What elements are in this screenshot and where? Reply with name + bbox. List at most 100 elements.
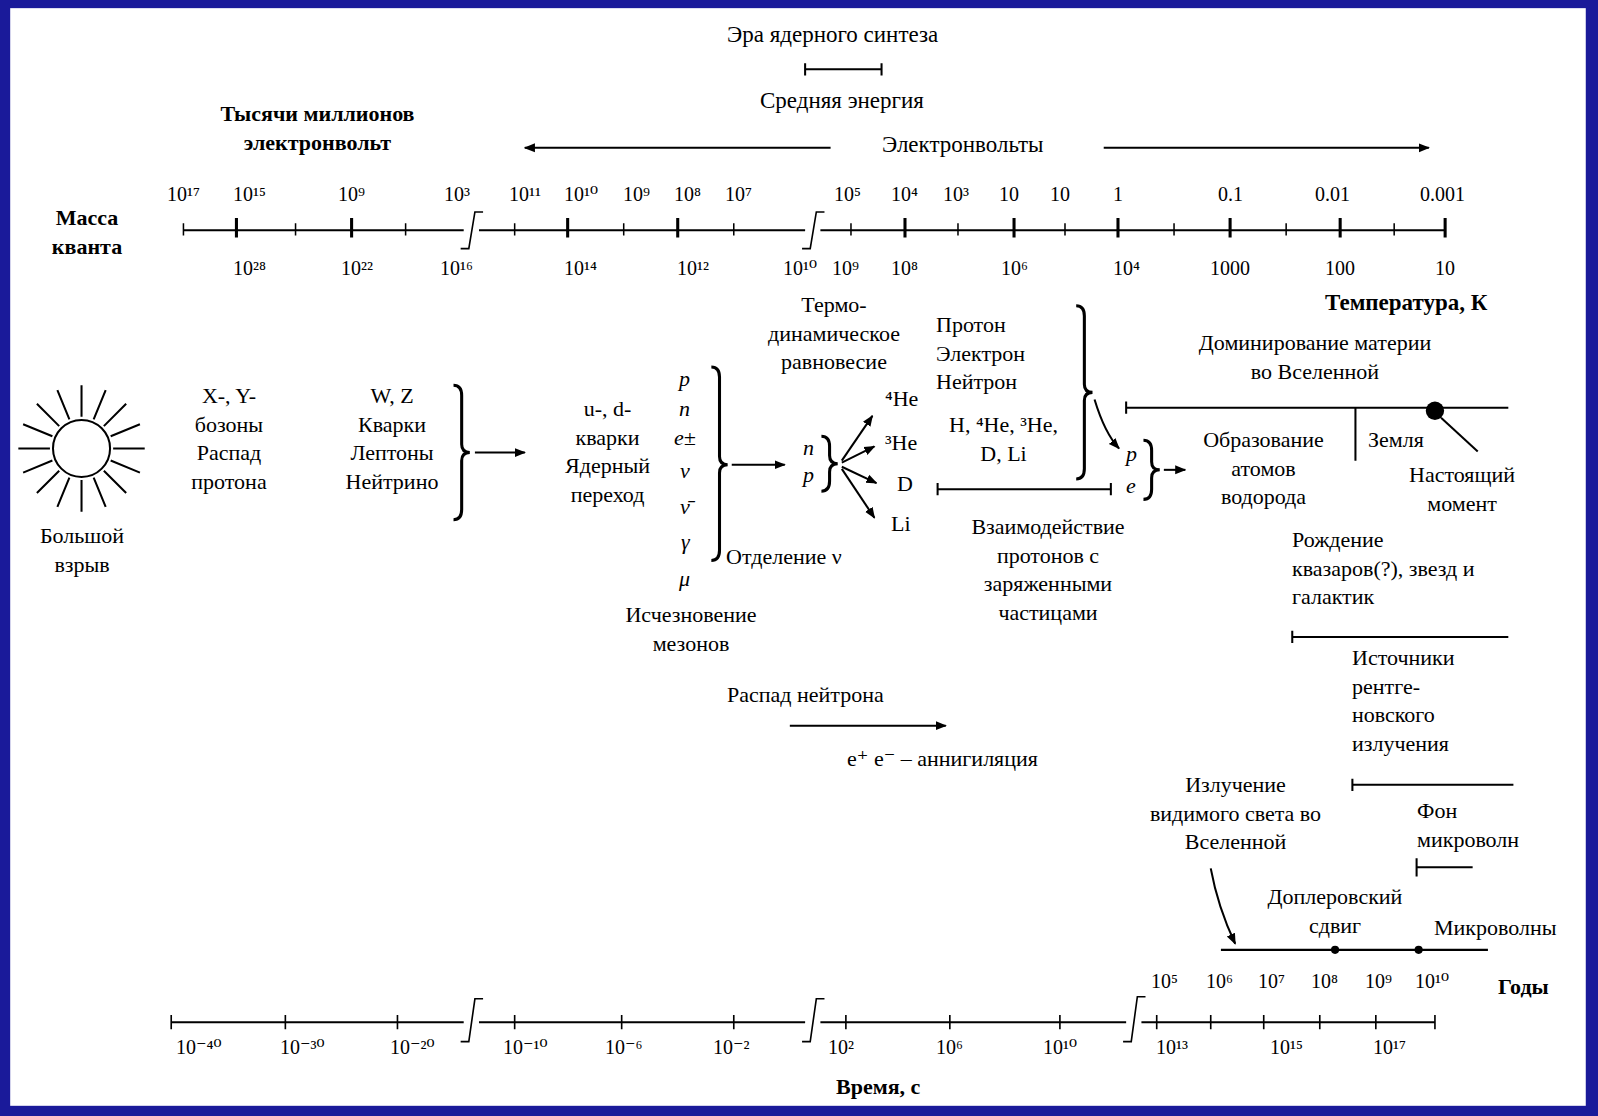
event-label: Отделение ν: [726, 543, 842, 572]
event-label: Земля: [1368, 426, 1424, 455]
period-label: Доминирование материи во Вселенной: [1195, 329, 1435, 386]
axis-tick-label: 10¹³: [1156, 1034, 1188, 1060]
axis-tick-label: 10¹⁶: [440, 255, 473, 281]
axis-tick-label: 10¹⁰: [564, 181, 598, 207]
axis-tick-label: 10⁷: [725, 181, 752, 207]
process-label: e⁺ e⁻ – аннигиляция: [847, 745, 1038, 774]
axis-title: Температура, К: [1325, 288, 1487, 318]
axis-tick-label: 10⁹: [832, 255, 859, 281]
axis-tick-label: 10⁸: [1311, 968, 1338, 994]
page-panel: [10, 8, 1586, 1106]
event-label: Излучение видимого света во Вселенной: [1148, 771, 1323, 857]
event-dot: [1415, 946, 1423, 954]
axis-tick-label: 10⁴: [1113, 255, 1140, 281]
process-arrow: [475, 400, 1235, 944]
event-label: Исчезновение мезонов: [611, 601, 771, 658]
axis-title: Годы: [1498, 973, 1549, 1002]
axis-tick-label: 10⁵: [1151, 968, 1178, 994]
axis-tick-label: 100: [1325, 255, 1355, 281]
axis-tick-label: 10³: [444, 181, 470, 207]
scale-heading: Тысячи миллионов электронвольт: [210, 100, 425, 157]
present-moment-dot: [1426, 402, 1444, 420]
event-label: Доплеровский сдвиг: [1260, 883, 1410, 940]
axis-tick-label: 10: [1435, 255, 1455, 281]
particle-symbol: e: [1126, 472, 1136, 501]
particle-symbol: p: [803, 461, 814, 490]
particle-symbol: n: [679, 395, 690, 424]
axis-tick-label: 0.01: [1315, 181, 1350, 207]
axis-tick-label: 10⁶: [1206, 968, 1233, 994]
stage-label: H, ⁴He, ³He, D, Li: [941, 411, 1066, 468]
axis-tick-label: 1000: [1210, 255, 1250, 281]
axis-tick-label: 10²²: [341, 255, 373, 281]
scale-arrow: [525, 147, 831, 149]
axis-tick-label: 10¹⁵: [1270, 1034, 1303, 1060]
event-label: Большой взрыв: [32, 522, 132, 579]
axis-tick-label: 10⁸: [674, 181, 701, 207]
stage-label: Образование атомов водорода: [1191, 426, 1336, 512]
axis-tick-label: 10⁻²: [713, 1034, 750, 1060]
event-dot: [1331, 946, 1339, 954]
axis-tick-label: 10¹⁰: [1043, 1034, 1077, 1060]
axis-tick-label: 1: [1113, 181, 1123, 207]
scale-heading: Электронвольты: [882, 130, 1044, 160]
particle-symbol: p: [679, 365, 690, 394]
stage-label: u-, d- кварки Ядерный переход: [555, 395, 660, 509]
axis-tick-label: 10¹¹: [509, 181, 541, 207]
axis-tick-label: 10²: [828, 1034, 854, 1060]
particle-symbol: n: [803, 434, 814, 463]
particle-symbol: ν̄: [680, 493, 690, 522]
event-label: Настоящий момент: [1402, 461, 1522, 518]
era-bracket: [805, 63, 881, 75]
axis-tick-label: 0.001: [1420, 181, 1465, 207]
axis-tick-label: 10¹²: [677, 255, 709, 281]
axis-tick-label: 10⁻⁴⁰: [176, 1034, 222, 1060]
axis-title: Масса кванта: [42, 204, 132, 261]
axis-tick-label: 10: [999, 181, 1019, 207]
axis-tick-label: 10¹⁷: [167, 181, 200, 207]
era-label: Эра ядерного синтеза: [727, 20, 938, 50]
energy-label: Средняя энергия: [760, 86, 924, 116]
axis-tick-label: 10⁻¹⁰: [503, 1034, 548, 1060]
nucleus-label: ³He: [885, 429, 917, 458]
stage-label: Протон Электрон Нейтрон: [936, 311, 1046, 397]
big-bang-icon: [18, 385, 144, 511]
axis-tick-label: 10⁹: [623, 181, 650, 207]
nucleus-label: D: [897, 470, 913, 499]
stage-label: X-, Y- бозоны Распад протона: [179, 382, 279, 496]
axis-tick-label: 10⁹: [338, 181, 365, 207]
axis-tick-label: 10²⁸: [233, 255, 266, 281]
axis-tick-label: 10⁷: [1258, 968, 1285, 994]
axis-title: Время, с: [836, 1073, 920, 1102]
axis-tick-label: 10³: [943, 181, 969, 207]
particle-symbol: e±: [674, 424, 696, 453]
stage-label: W, Z Кварки Лептоны Нейтрино: [337, 382, 447, 496]
axis-tick-label: 10⁸: [891, 255, 918, 281]
axis-tick-label: 10⁵: [834, 181, 861, 207]
axis-tick-label: 10⁶: [1001, 255, 1028, 281]
quantum-mass-axis: [183, 212, 1445, 249]
particle-symbol: p: [1126, 440, 1137, 469]
period-label: Взаимодействие протонов с заряженными ча…: [958, 513, 1138, 627]
axis-tick-label: 10¹⁰: [1415, 968, 1449, 994]
axis-tick-label: 10¹⁷: [1373, 1034, 1406, 1060]
period-label: Источники рентге- новского излучения: [1352, 644, 1482, 758]
period-label: Рождение квазаров(?), звезд и галактик: [1292, 526, 1492, 612]
process-label: Распад нейтрона: [727, 681, 884, 710]
axis-tick-label: 10¹⁴: [564, 255, 597, 281]
stage-label: Термо- динамическое равновесие: [754, 291, 914, 377]
axis-tick-label: 10⁹: [1365, 968, 1392, 994]
nucleus-label: Li: [891, 510, 911, 539]
event-label: Микроволны: [1434, 914, 1557, 943]
period-label: Фон микроволн: [1417, 797, 1532, 854]
time-axis: [171, 997, 1435, 1042]
particle-symbol: μ: [679, 565, 690, 594]
axis-tick-label: 10: [1050, 181, 1070, 207]
axis-tick-label: 10⁶: [936, 1034, 963, 1060]
axis-tick-label: 0.1: [1218, 181, 1243, 207]
axis-tick-label: 10⁻³⁰: [280, 1034, 325, 1060]
axis-tick-label: 10¹⁵: [233, 181, 266, 207]
axis-tick-label: 10⁴: [891, 181, 918, 207]
axis-tick-label: 10¹⁰: [783, 255, 817, 281]
